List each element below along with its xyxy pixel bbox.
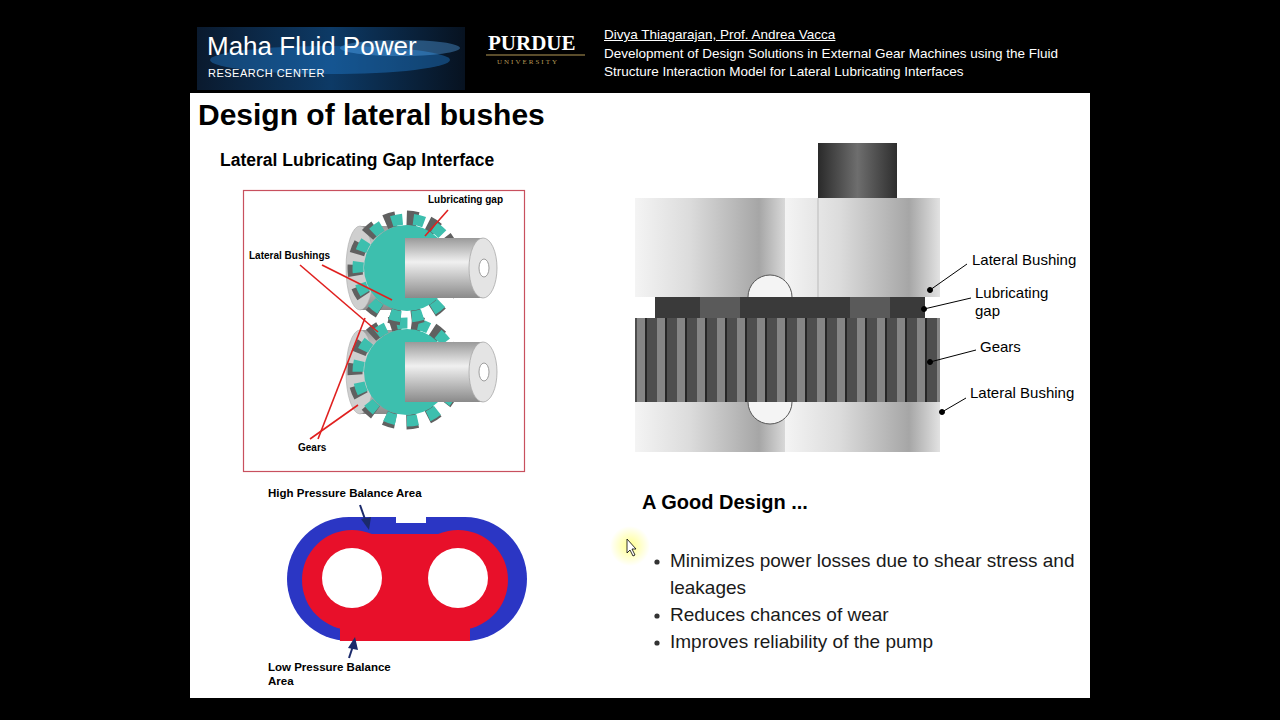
logo-text: PURDUE <box>488 31 576 56</box>
hub <box>700 297 740 318</box>
bore <box>428 548 488 608</box>
notch <box>396 516 426 523</box>
author-line: Divya Thiagarajan, Prof. Andrea Vacca <box>604 27 835 43</box>
pointer-arrows <box>348 505 371 658</box>
leader-dot <box>922 307 927 312</box>
leader-line <box>300 265 378 332</box>
bullet-text: Reduces chances of wear <box>670 602 889 629</box>
leader-line <box>930 350 976 362</box>
seam <box>818 198 819 297</box>
bushing-cylinder <box>785 402 940 452</box>
part-label: Gears <box>980 338 1021 356</box>
mouse-cursor <box>627 539 636 556</box>
leader-dot <box>928 288 933 293</box>
shaft-hole <box>479 363 489 381</box>
logo-text: Maha Fluid Power <box>207 31 417 62</box>
bullet-text: Improves reliability of the pump <box>670 629 933 656</box>
leader-lines <box>300 210 448 439</box>
arrow-head <box>361 517 371 530</box>
slide-title: Design of lateral bushes <box>198 97 545 133</box>
slide-panel <box>190 93 1090 698</box>
leader-line <box>322 265 392 300</box>
logo-background <box>197 27 465 90</box>
part-label: Gears <box>298 442 326 454</box>
leader-dot <box>940 410 945 415</box>
leader-line <box>930 264 967 290</box>
balance-area-figure <box>287 516 527 641</box>
shaft-end <box>469 238 497 298</box>
talk-title: Development of Design Solutions in Exter… <box>604 45 1086 80</box>
bullet <box>654 613 659 618</box>
hub <box>850 297 890 318</box>
shaft-hole <box>479 259 489 277</box>
high-pressure-region <box>287 517 527 641</box>
area-label: High Pressure Balance Area <box>268 487 422 501</box>
section-heading: Lateral Lubricating Gap Interface <box>220 150 494 171</box>
image-frame <box>244 191 525 472</box>
bullet-text: Minimizes power losses due to shear stre… <box>670 548 1080 602</box>
bullet <box>654 640 659 645</box>
leader-line <box>318 318 365 439</box>
leader-line <box>924 298 971 309</box>
gear-teeth <box>635 318 940 402</box>
bore <box>322 548 382 608</box>
lubricating-gap-band <box>655 297 925 318</box>
part-label: Lateral Bushing <box>970 384 1074 402</box>
relief-groove <box>748 275 792 297</box>
area-label: Low Pressure Balance Area <box>268 661 418 689</box>
part-label: Lateral Bushings <box>249 250 330 262</box>
side-view-illustration <box>635 143 940 452</box>
cursor-highlight <box>610 526 650 566</box>
leader-line <box>425 210 448 236</box>
part-label: Lubricating gap <box>975 284 1070 320</box>
relief-groove <box>748 402 792 424</box>
list-heading: A Good Design ... <box>642 490 808 514</box>
bullet <box>654 559 659 564</box>
shaft-end <box>469 342 497 402</box>
logo-subtext: UNIVERSITY <box>497 58 559 66</box>
logo-subtext: RESEARCH CENTER <box>208 67 325 80</box>
part-label: Lubricating gap <box>428 194 503 206</box>
bushing-cylinder <box>785 198 940 297</box>
drive-shaft <box>818 143 897 201</box>
leader-lines <box>922 264 977 415</box>
arrow-head <box>348 637 358 650</box>
leader-line <box>942 398 966 412</box>
leader-line <box>310 405 358 439</box>
part-label: Lateral Bushing <box>972 251 1076 269</box>
gear-pair-illustration <box>346 218 497 422</box>
leader-dot <box>928 360 933 365</box>
